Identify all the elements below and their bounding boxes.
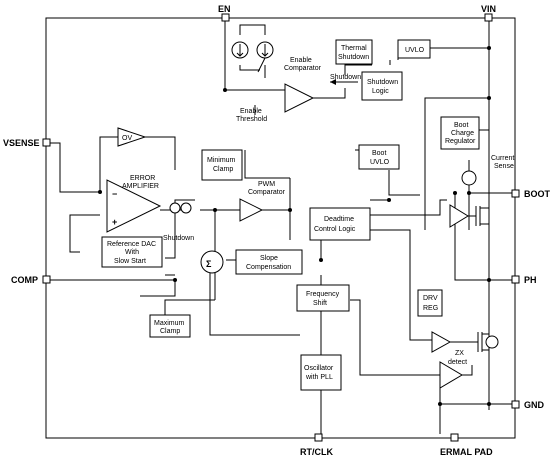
svg-text:−: − — [112, 189, 117, 199]
pin-boot: BOOT — [511, 189, 551, 199]
high-side-fet — [468, 193, 490, 240]
svg-text:VIN: VIN — [481, 4, 496, 14]
svg-text:GND: GND — [524, 400, 545, 410]
low-side-driver — [431, 331, 452, 353]
enable-threshold-label: Enable Threshold — [236, 108, 267, 123]
pwm-comparator — [239, 198, 264, 222]
pin-ph: PH — [511, 275, 537, 285]
svg-text:Σ: Σ — [206, 259, 212, 269]
ov-comparator: OV — [117, 127, 147, 147]
error-amplifier-label: ERROR AMPLIFIER — [122, 175, 159, 190]
pwm-comparator-label: PWM Comparator — [248, 181, 286, 196]
svg-text:RT/CLK: RT/CLK — [300, 447, 333, 457]
pin-rt-clk: RT/CLK — [300, 433, 333, 457]
error-amplifier: − + — [106, 179, 162, 233]
pin-comp: COMP — [11, 275, 51, 285]
svg-text:OV: OV — [122, 135, 132, 142]
gm-circles — [169, 202, 192, 214]
svg-text:COMP: COMP — [11, 275, 38, 285]
shutdown-dac-label: Shutdown — [163, 235, 194, 242]
uvlo-box: UVLO — [397, 39, 431, 59]
summing-node: Σ — [200, 250, 224, 274]
pin-vsense: VSENSE — [3, 138, 51, 148]
svg-text:ERMAL PAD: ERMAL PAD — [440, 447, 493, 457]
current-source-2 — [256, 41, 274, 59]
shutdown-top-label: Shutdown — [330, 74, 361, 81]
svg-text:EN: EN — [218, 4, 231, 14]
high-side-driver — [449, 204, 469, 228]
ic-boundary — [45, 17, 516, 439]
enable-comparator — [284, 83, 315, 113]
pin-thermal-pad: ERMAL PAD — [440, 433, 493, 457]
svg-text:VSENSE: VSENSE — [3, 138, 40, 148]
enable-comparator-label: Enable Comparator — [284, 57, 322, 72]
svg-text:+: + — [112, 217, 117, 227]
current-source-1 — [231, 41, 249, 59]
pin-gnd: GND — [511, 400, 545, 410]
junction-dots — [98, 46, 491, 406]
low-side-fet — [450, 320, 499, 355]
svg-text:BOOT: BOOT — [524, 189, 551, 199]
shutdown-arrow — [330, 79, 336, 85]
svg-text:PH: PH — [524, 275, 537, 285]
enable-switch — [257, 57, 266, 73]
svg-text:UVLO: UVLO — [405, 47, 425, 54]
